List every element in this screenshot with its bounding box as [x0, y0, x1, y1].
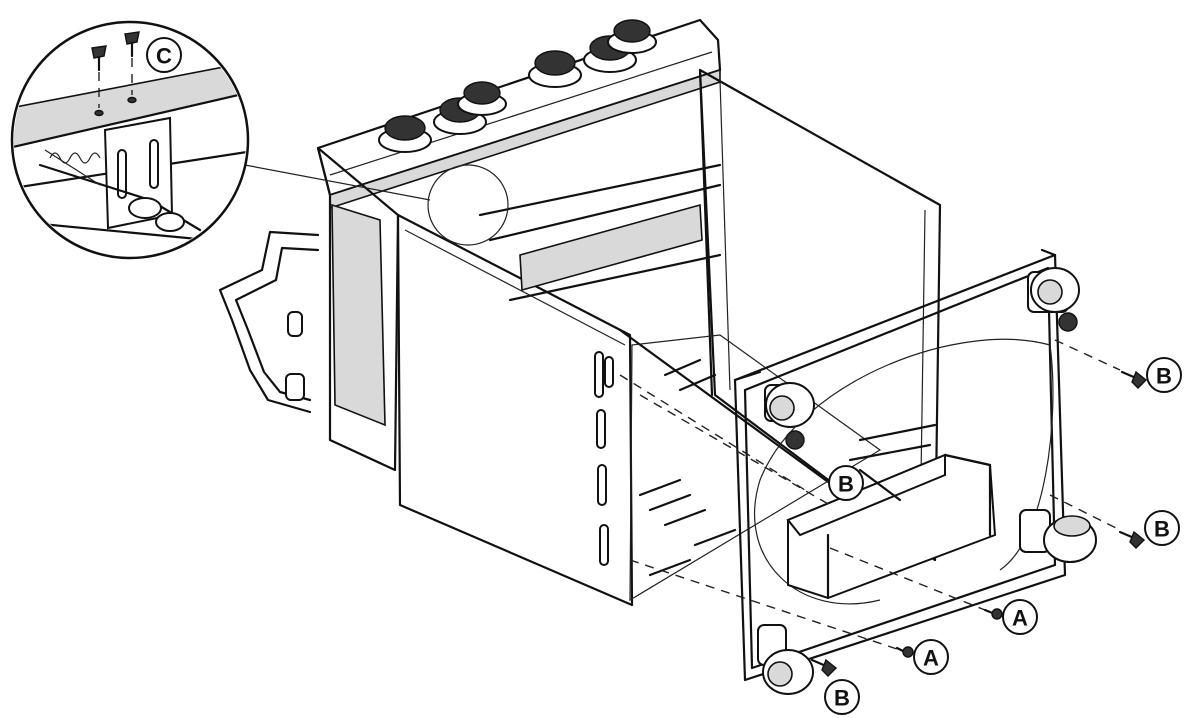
tray-slots [638, 358, 737, 577]
callout-b-right-top: B [1146, 357, 1182, 393]
callout-a-right: A [1002, 599, 1038, 635]
detail-leader-line [244, 164, 431, 201]
screw-a-right [983, 608, 1003, 620]
callout-c-label: C [156, 44, 172, 69]
detail-zoom-circle [10, 20, 250, 260]
callout-b-center: B [828, 465, 864, 501]
callout-a-right-label: A [1012, 606, 1028, 631]
screw-b-bottom [810, 658, 838, 677]
caster-bottom-left [757, 624, 814, 695]
callout-b-right-top-label: B [1156, 364, 1172, 389]
screw-paths [619, 339, 1148, 677]
cabinet-frame [218, 18, 942, 607]
callout-b-bottom-label: B [834, 686, 850, 711]
control-knobs [378, 19, 657, 153]
callout-c: C [146, 37, 182, 73]
caster-top-right [1027, 267, 1080, 332]
screw-b-mid [1118, 530, 1146, 549]
callout-b-center-label: B [838, 472, 854, 497]
callout-b-right-mid: B [1144, 510, 1180, 546]
front-slots [594, 351, 614, 566]
screw-a-bottom [895, 646, 914, 658]
spring-coil [49, 152, 101, 164]
casters [757, 267, 1097, 695]
caster-top-left [764, 382, 815, 450]
callout-b-right-mid-label: B [1154, 517, 1170, 542]
screw-b-top [1120, 370, 1148, 389]
front-panel [733, 248, 1067, 682]
caster-bottom-right [1019, 509, 1097, 563]
callout-a-bottom-label: A [923, 646, 939, 671]
callout-b-bottom: B [824, 679, 860, 715]
callout-a-bottom: A [913, 639, 949, 675]
detail-screws [91, 31, 140, 117]
